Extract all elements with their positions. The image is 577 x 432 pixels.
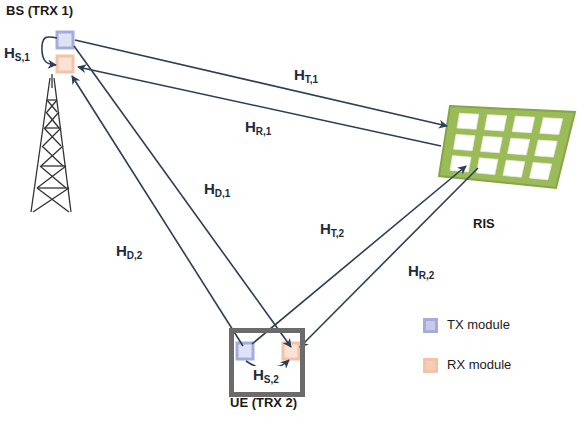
channel-label: HT,1: [292, 66, 320, 88]
legend-swatch: [423, 318, 438, 333]
channel-arrow: [42, 37, 57, 65]
channel-arrow: [74, 46, 291, 347]
channel-label: HT,2: [318, 220, 346, 242]
channel-label: HD,1: [202, 180, 232, 202]
ris-cell: [485, 115, 507, 131]
ris-cell: [512, 116, 534, 133]
ris-cell: [540, 118, 563, 135]
ris-cell: [530, 162, 552, 179]
rx-module: [283, 343, 299, 359]
tx-module: [237, 343, 253, 359]
channel-label: HS,2: [251, 366, 281, 388]
ris-cell: [477, 158, 498, 175]
ris-cell: [481, 136, 503, 153]
legend-swatch: [423, 358, 438, 373]
legend-label: RX module: [447, 357, 511, 372]
base-station: BS (TRX 1): [4, 2, 116, 78]
ris-node: RIS: [436, 100, 577, 228]
ris-cell: [503, 160, 525, 177]
ris-cell: [454, 134, 475, 150]
node-title: UE (TRX 2): [230, 395, 297, 410]
legend-label: TX module: [447, 317, 510, 332]
channel-arrow: [252, 166, 466, 344]
channel-label: HS,1: [2, 44, 32, 66]
ris-cell: [535, 140, 557, 157]
node-title: BS (TRX 1): [6, 3, 73, 18]
ris-panel: [439, 106, 575, 188]
tower-symbol: [31, 74, 71, 212]
tx-module: [57, 32, 73, 48]
channel-label: HR,2: [406, 262, 436, 284]
channel-arrow: [75, 40, 447, 126]
ris-cell: [457, 113, 479, 129]
channel-arrow: [78, 67, 441, 146]
node-title: RIS: [473, 216, 495, 231]
ris-cell: [508, 138, 530, 155]
channel-arrow: [72, 76, 243, 346]
channel-label: HR,1: [243, 118, 273, 140]
ris-cells: [450, 113, 563, 180]
rx-module: [57, 56, 73, 72]
channel-label: HD,2: [114, 242, 144, 264]
